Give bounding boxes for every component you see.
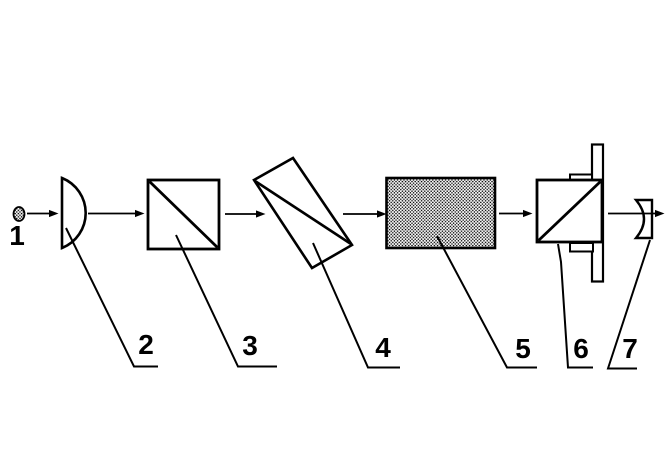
beam-arrow-3 — [225, 210, 266, 218]
component-label-1: 1 — [9, 220, 25, 251]
beamsplitter-cube-shape — [146, 178, 221, 251]
leader-line-2 — [65, 227, 158, 368]
beam-arrow-1 — [27, 209, 59, 218]
beam-arrow-6 — [608, 209, 665, 218]
lens-shape — [60, 176, 87, 250]
concave-mirror-shape — [633, 198, 654, 240]
leader-line-6 — [557, 243, 593, 369]
leader-line-4 — [312, 242, 400, 369]
component-label-4: 4 — [375, 332, 391, 363]
beam-arrow-5 — [499, 209, 533, 218]
component-label-2: 2 — [138, 329, 154, 360]
component-label-5: 5 — [515, 333, 531, 364]
leader-line-7 — [606, 239, 651, 370]
leader-line-5 — [436, 235, 537, 369]
beam-arrow-2 — [88, 209, 145, 218]
leader-line-3 — [175, 234, 277, 368]
component-label-7: 7 — [622, 333, 638, 364]
beam-arrow-4 — [343, 210, 387, 218]
source-circle-shape — [12, 206, 26, 222]
component-label-3: 3 — [242, 330, 258, 361]
leader-lines — [65, 227, 651, 370]
mounted-cube-shape — [535, 143, 605, 283]
component-label-6: 6 — [573, 333, 589, 364]
dotted-box-shape — [385, 176, 497, 250]
tilted-prism-shape — [252, 156, 354, 270]
